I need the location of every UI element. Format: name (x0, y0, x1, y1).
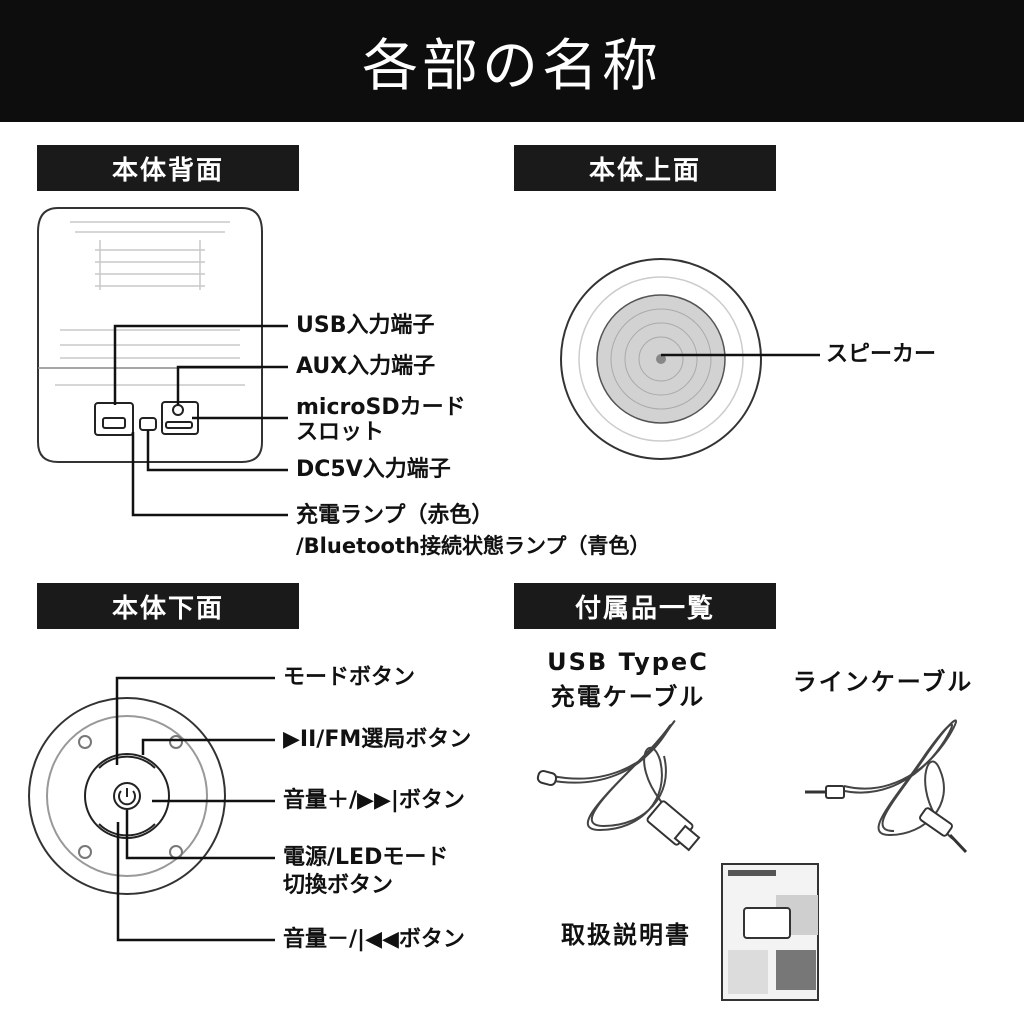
line-cable-illustration (805, 719, 968, 854)
bottom-leader-lines (115, 676, 275, 942)
line-cable-label: ラインケーブル (792, 668, 974, 696)
section-header-accessories: 付属品一覧 (514, 583, 776, 629)
speaker-label: スピーカー (826, 342, 937, 367)
page-title: 各部の名称 (0, 0, 1024, 122)
volume-up-button-label: 音量＋/▶▶|ボタン (283, 788, 465, 813)
manual-illustration (721, 863, 819, 1001)
usb-input-label: USB入力端子 (296, 313, 435, 338)
speaker-bottom-illustration (28, 697, 226, 895)
volume-down-button-label: 音量－/|◀◀ボタン (283, 927, 465, 952)
lamp-label-line2: /Bluetooth接続状態ランプ（青色） (296, 534, 651, 558)
section-header-bottom: 本体下面 (37, 583, 299, 629)
aux-input-label: AUX入力端子 (296, 354, 436, 379)
power-button-label-line1: 電源/LEDモード (283, 845, 449, 870)
mode-button-label: モードボタン (283, 665, 416, 690)
speaker-back-illustration (37, 207, 263, 463)
microsd-slot-label-line2: スロット (296, 420, 385, 445)
power-button-label-line2: 切換ボタン (283, 873, 394, 898)
section-header-back: 本体背面 (37, 145, 299, 191)
lamp-label-line1: 充電ランプ（赤色） (296, 503, 494, 528)
usb-cable-label-line1: USB TypeC (547, 648, 709, 676)
usb-cable-label-line2: 充電ケーブル (550, 683, 706, 711)
play-fm-button-label: ▶II/FM選局ボタン (283, 727, 472, 752)
microsd-slot-label-line1: microSDカード (296, 395, 466, 420)
back-leader-lines (113, 324, 288, 517)
manual-label: 取扱説明書 (561, 921, 691, 949)
section-header-top: 本体上面 (514, 145, 776, 191)
dc5v-input-label: DC5V入力端子 (296, 457, 451, 482)
usb-typec-cable-illustration (536, 720, 701, 852)
speaker-top-illustration (560, 258, 762, 460)
